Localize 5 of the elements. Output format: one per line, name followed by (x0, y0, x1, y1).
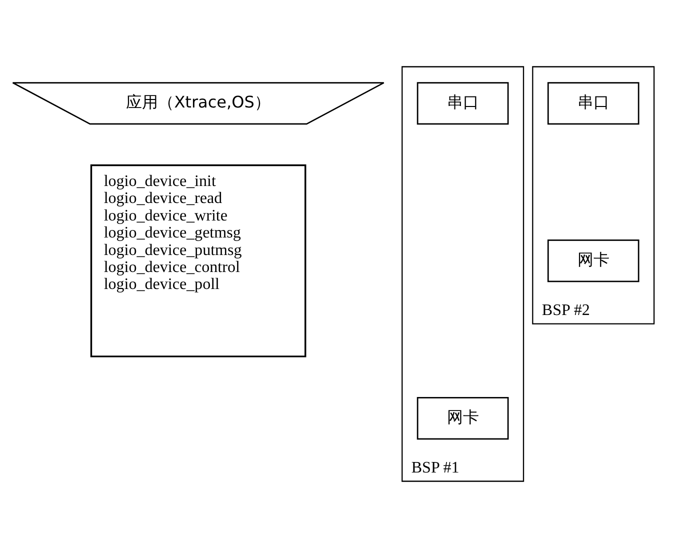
node-box: logio_device_init logio_device_read logio_device_write logio_device_getmsg logio_device_putmsg logio_device_control logio_device_poll (90, 164, 306, 357)
node-box: 串口 (547, 82, 640, 124)
node-box: 网卡 (416, 396, 509, 440)
node-box: 网卡 (547, 239, 640, 282)
node-box: 串口 (416, 82, 509, 124)
